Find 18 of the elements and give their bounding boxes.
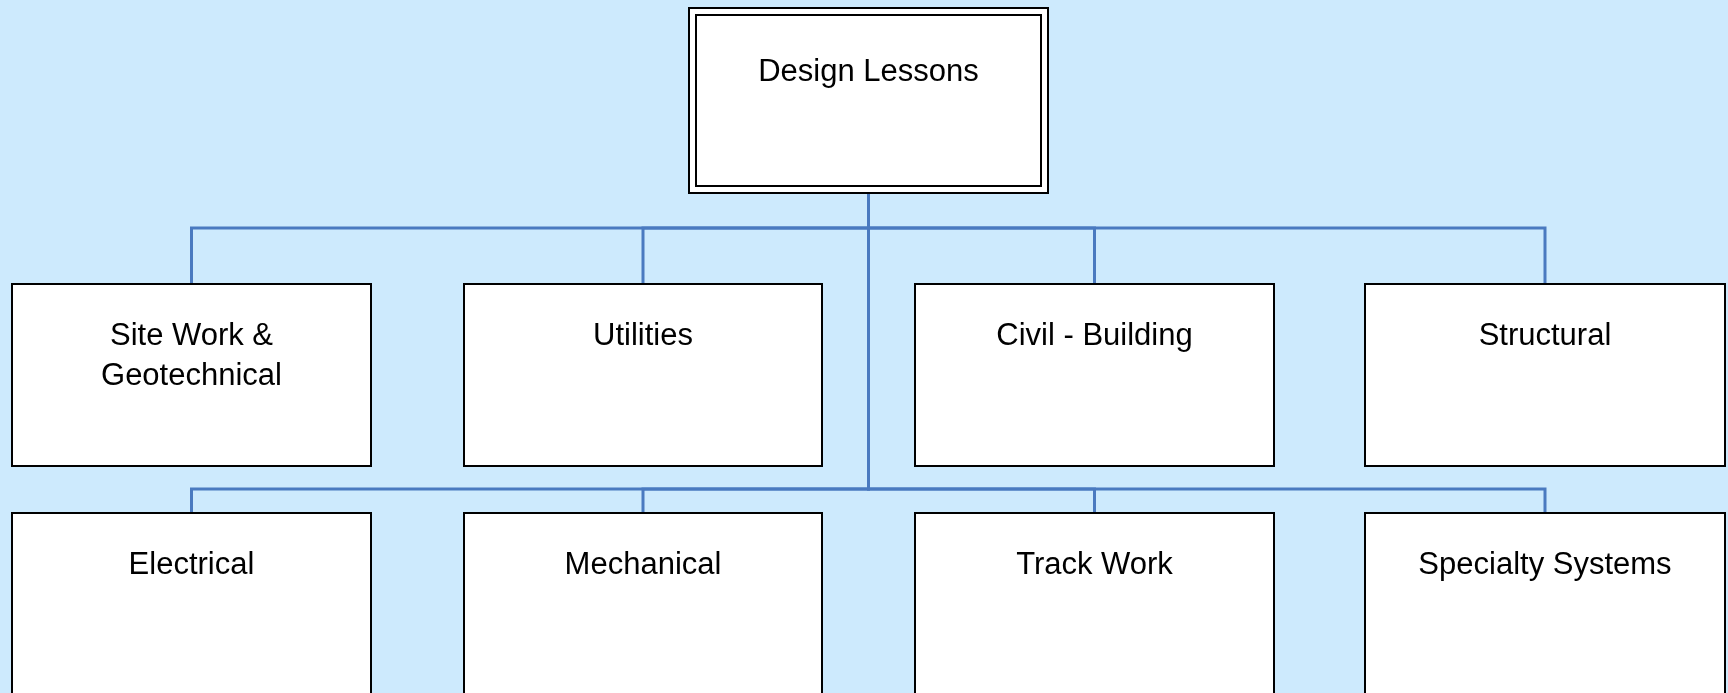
category-box (11, 512, 372, 693)
category-box (11, 283, 372, 467)
box-label: Utilities (592, 316, 694, 354)
box-label: Structural (1477, 316, 1613, 354)
box-label: Track Work (1015, 545, 1174, 583)
category-box (1364, 512, 1726, 693)
category-box (1364, 283, 1726, 467)
box-label: Site Work & Geotechnical (100, 316, 283, 395)
box-label: Design Lessons (757, 52, 980, 90)
category-box (463, 512, 823, 693)
root-box (688, 7, 1049, 194)
box-label: Civil - Building (995, 316, 1194, 354)
category-box (914, 512, 1275, 693)
category-box (463, 283, 823, 467)
box-label: Mechanical (563, 545, 723, 583)
box-label: Electrical (127, 545, 256, 583)
category-box (914, 283, 1275, 467)
box-label: Specialty Systems (1417, 545, 1673, 583)
